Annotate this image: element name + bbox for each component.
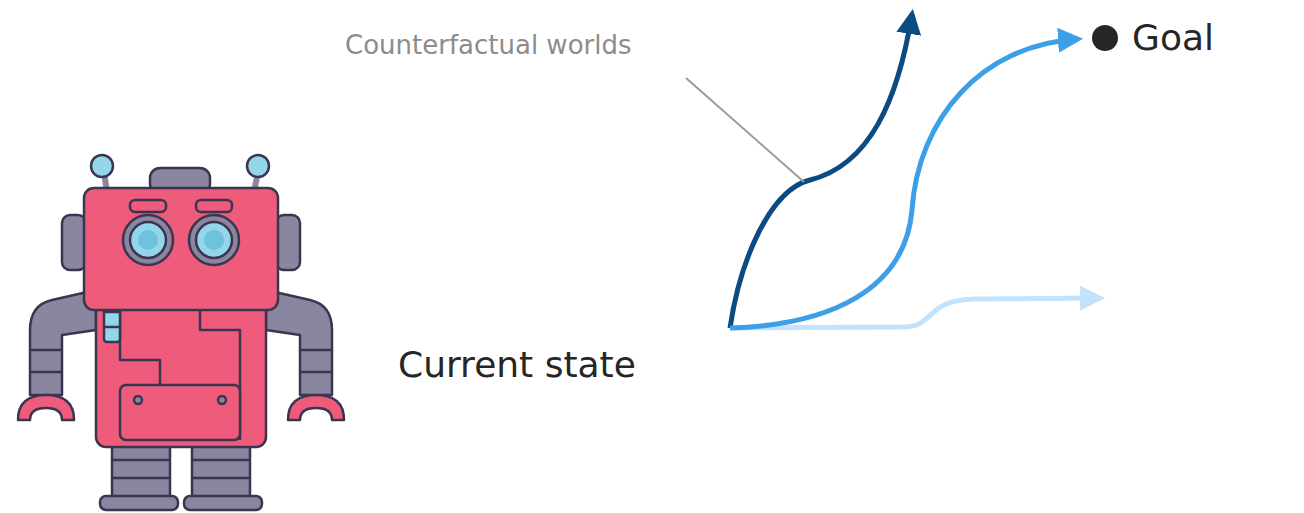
trajectory-goal xyxy=(730,39,1078,328)
goal-dot xyxy=(1092,25,1118,51)
callout-label: Counterfactual worlds xyxy=(345,30,632,61)
state-label: Current state xyxy=(398,343,636,386)
robot-figure xyxy=(18,155,344,510)
trajectory-dark xyxy=(730,14,912,328)
leader-line xyxy=(686,78,804,182)
goal-label: Goal xyxy=(1132,16,1214,59)
